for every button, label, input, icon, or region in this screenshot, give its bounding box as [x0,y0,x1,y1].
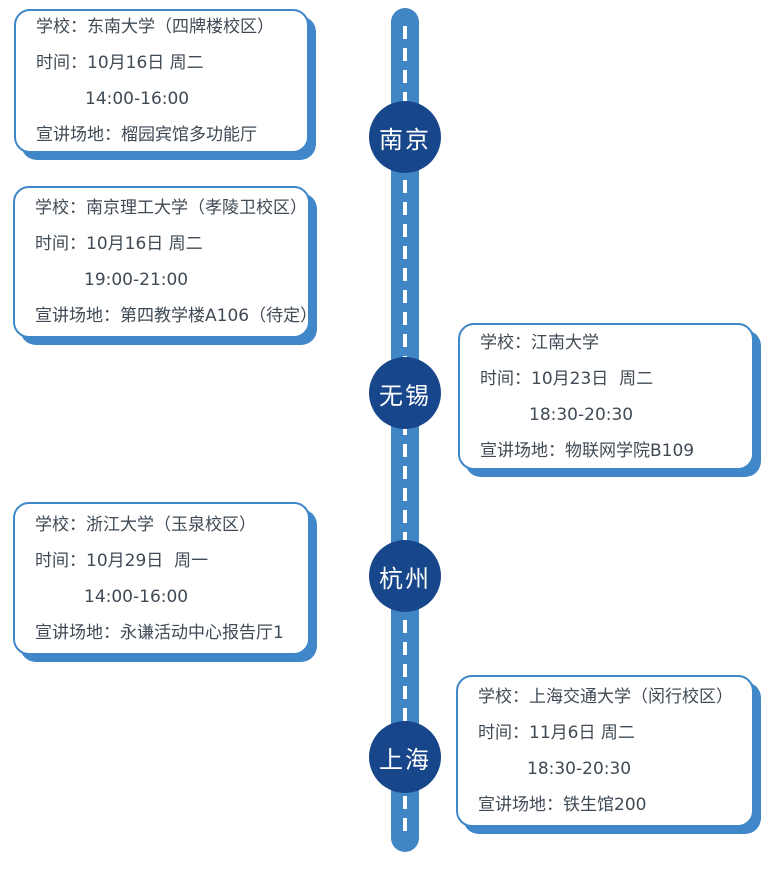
time-range-line: 14:00-16:00 [85,89,190,109]
venue-line: 宣讲场地：第四教学楼A106（待定） [35,306,318,326]
time-range-line: 18:30-20:30 [529,404,634,425]
timeline-dashed-line [403,26,407,836]
city-node-wuxi: 无锡 [369,357,441,429]
venue-line: 宣讲场地：物联网学院B109 [480,440,695,461]
date-line: 时间：10月29日 周一 [35,550,209,571]
event-card-zhejiang-university: 学校：浙江大学（玉泉校区） 时间：10月29日 周一 14:00-16:00 宣… [13,502,310,655]
venue-line: 宣讲场地：铁生馆200 [478,795,647,815]
city-node-hangzhou: 杭州 [369,540,441,612]
city-label: 杭州 [379,564,431,593]
venue-line: 宣讲场地：榴园宾馆多功能厅 [36,125,257,145]
event-card-jiangnan-university: 学校：江南大学 时间：10月23日 周二 18:30-20:30 宣讲场地：物联… [458,323,754,470]
event-card-southeast-university: 学校：东南大学（四牌楼校区） 时间：10月16日 周二 14:00-16:00 … [14,9,309,153]
time-range-line: 14:00-16:00 [84,586,189,607]
date-line: 时间：10月16日 周二 [35,234,203,254]
school-line: 学校：东南大学（四牌楼校区） [36,17,274,37]
school-line: 学校：上海交通大学（闵行校区） [478,687,733,707]
city-label: 南京 [379,125,431,154]
event-card-njust: 学校：南京理工大学（孝陵卫校区） 时间：10月16日 周二 19:00-21:0… [13,186,318,338]
date-line: 时间：10月23日 周二 [480,368,654,389]
school-line: 学校：浙江大学（玉泉校区） [35,514,256,535]
city-label: 无锡 [379,381,431,410]
city-node-nanjing: 南京 [369,101,441,173]
date-line: 时间：11月6日 周二 [478,723,635,743]
city-node-shanghai: 上海 [369,721,441,793]
venue-line: 宣讲场地：永谦活动中心报告厅1 [35,622,284,643]
event-card-sjtu: 学校：上海交通大学（闵行校区） 时间：11月6日 周二 18:30-20:30 … [456,675,754,827]
date-line: 时间：10月16日 周二 [36,53,204,73]
time-range-line: 19:00-21:00 [84,270,189,290]
school-line: 学校：江南大学 [480,332,599,353]
school-line: 学校：南京理工大学（孝陵卫校区） [35,198,307,218]
time-range-line: 18:30-20:30 [527,759,632,779]
city-label: 上海 [379,745,431,774]
